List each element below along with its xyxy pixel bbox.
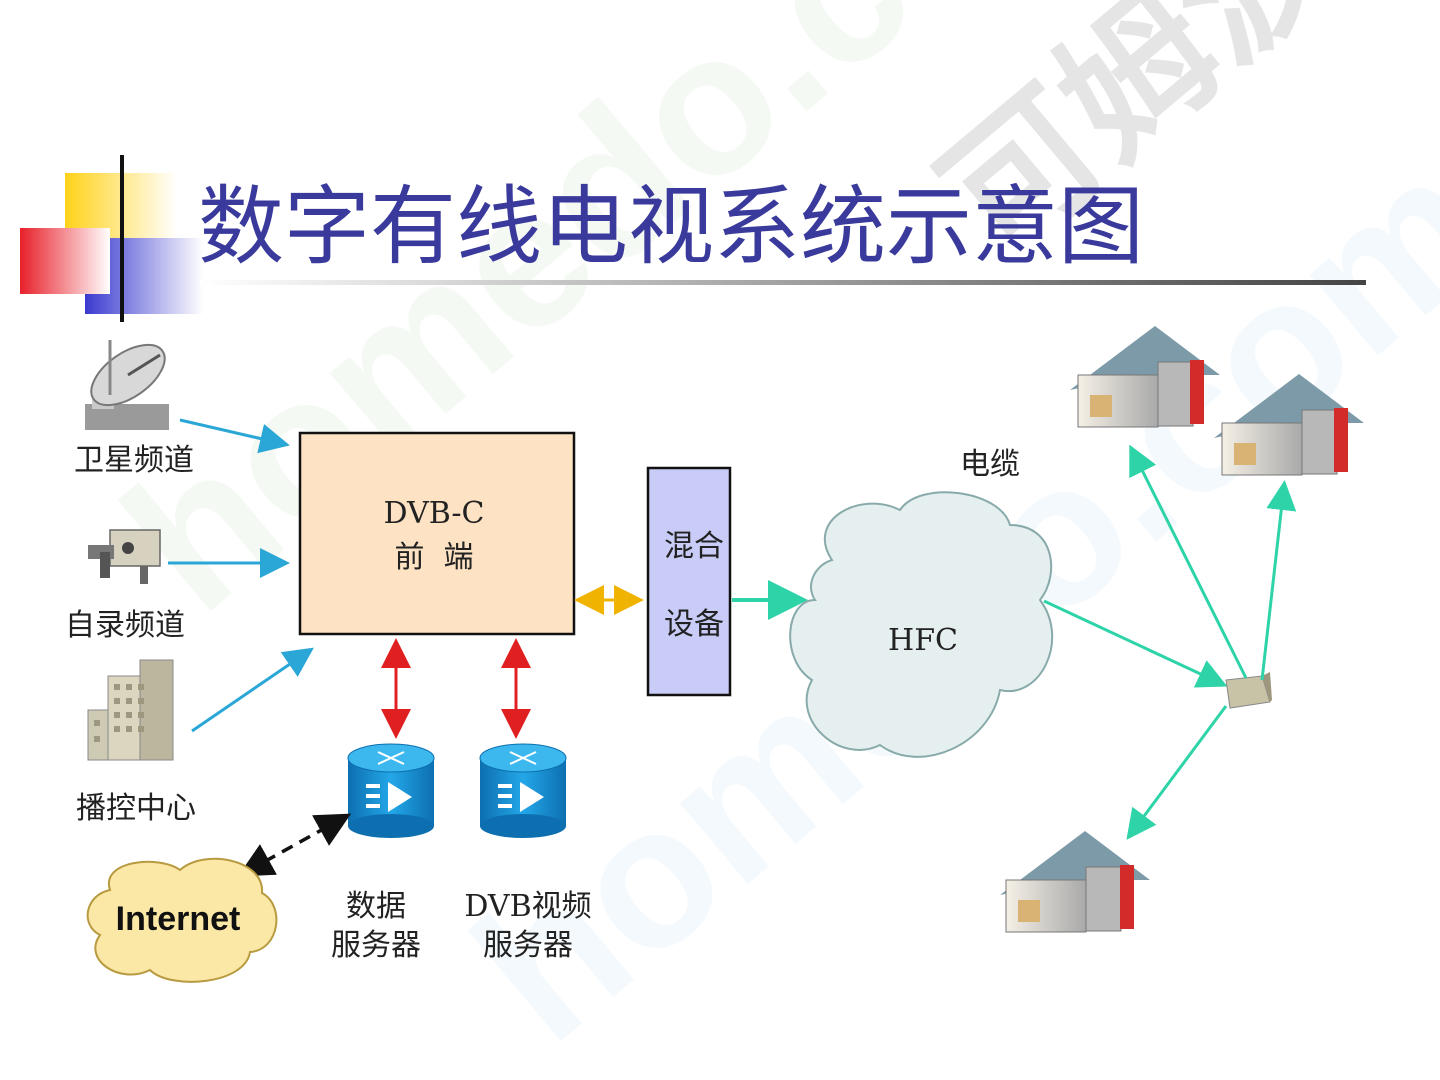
hfc-cloud [789,491,1054,758]
distribution-node-icon [1225,672,1272,709]
house-icon [1070,326,1220,428]
mixer-line2: 设备 [664,607,724,642]
data-server-label-line2: 服务器 [331,928,421,963]
house-icon [1214,374,1364,476]
headend-title: DVB-C [384,496,485,531]
internet-label: Internet [116,900,241,938]
satellite-channel-label: 卫星频道 [74,443,194,478]
satellite-to-headend-arrow [179,418,290,454]
video-camera-icon [88,529,161,584]
satellite-dish-icon [85,340,169,430]
internet-data-server-link [237,813,352,877]
control-center-to-headend-arrow [191,647,314,733]
title-decoration [20,155,1366,322]
node-to-house-2-arrow [1260,480,1297,681]
data-server-label-line1: 数据 [346,889,406,924]
video-server-icon [479,743,567,838]
cable-label: 电缆 [960,447,1020,482]
mixing-device-box [646,466,732,697]
house-icon [1000,831,1150,933]
internet-cloud [86,857,278,983]
node-to-house-1-arrow [1129,444,1248,679]
mixer-line1: 混合 [664,529,724,564]
self-recorded-channel-label: 自录频道 [65,608,185,643]
building-icon [87,659,174,761]
data-server-icon [347,743,435,838]
node-to-house-3-arrow [1126,705,1228,840]
headend-subtitle: 前 端 [394,540,473,575]
hfc-label: HFC [888,623,958,658]
watermark: homedo.com homedo.com 可姆波 [84,0,1440,1080]
video-server-label-line2: 服务器 [483,928,573,963]
dvbc-headend-box [298,431,576,636]
hfc-to-node-arrow [1043,599,1228,688]
broadcast-control-center-label: 播控中心 [76,791,196,826]
video-server-label-line1: DVB视频 [464,889,591,924]
page-title: 数字有线电视系统示意图 [198,177,1144,277]
